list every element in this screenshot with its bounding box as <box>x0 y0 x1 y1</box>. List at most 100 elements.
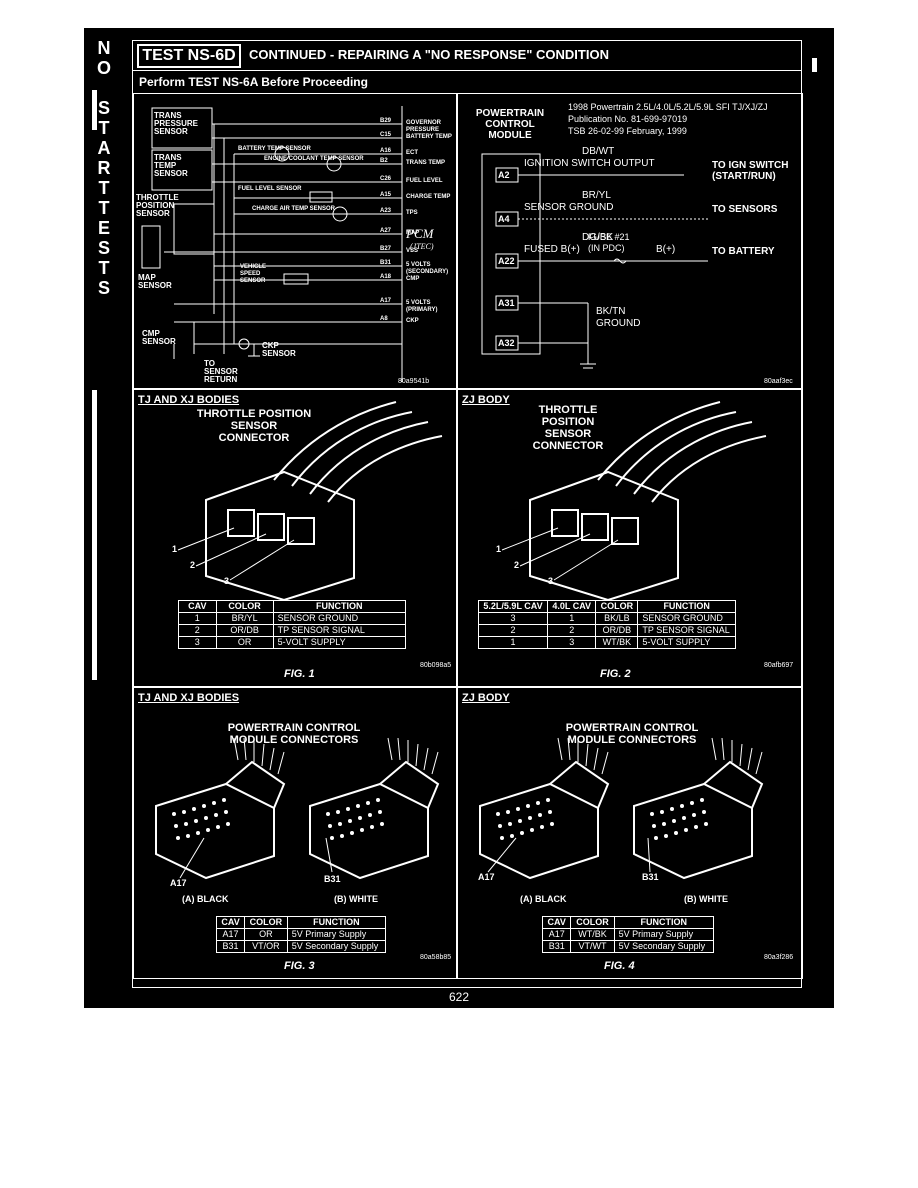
fig2-connector-drawing <box>501 401 767 600</box>
fig4-title: ZJ BODY <box>462 692 510 704</box>
table-cell: TP SENSOR SIGNAL <box>272 624 407 637</box>
table-cell: 5V Secondary Supply <box>286 940 387 953</box>
sidebar-letter: S <box>97 278 110 298</box>
table-cell: 5V Secondary Supply <box>613 940 715 953</box>
table-cell: 5-VOLT SUPPLY <box>272 636 407 649</box>
sidebar-bar-mark <box>92 390 97 680</box>
sidebar-letter: T <box>98 178 110 198</box>
wiring-pin: A23 <box>380 208 392 214</box>
fig4-pin-b31: B31 <box>642 872 659 882</box>
pcm-pin-to: TO BATTERY <box>712 246 775 257</box>
pcm-pin-desc: GROUND <box>596 318 641 329</box>
table-cell: B31 <box>541 940 572 953</box>
fig3-pin-b31: B31 <box>324 874 341 884</box>
fig4-pin-a17: A17 <box>478 872 495 882</box>
table-cell: 3 <box>547 636 597 649</box>
sidebar-letter: S <box>97 238 110 258</box>
fig1-callout-3: 3 <box>224 576 230 586</box>
pcm-pinout-diagram <box>481 153 708 369</box>
wiring-label-battery-temp: BATTERY TEMP SENSOR <box>238 146 311 152</box>
fig2-title: ZJ BODY <box>462 394 510 406</box>
fig2-label: FIG. 2 <box>600 668 631 680</box>
wiring-function: BATTERY TEMP <box>406 134 452 140</box>
table-header-cell: COLOR <box>570 916 615 929</box>
fig2-callout-1: 1 <box>496 544 502 554</box>
pcm-pin-wire: DG/BK <box>582 232 614 243</box>
fig1-label: FIG. 1 <box>284 668 315 680</box>
wiring-label-sensor-return: TO SENSOR RETURN <box>204 359 238 384</box>
pcm-module-label: POWERTRAIN CONTROL MODULE <box>475 108 545 141</box>
table-cell: 5-VOLT SUPPLY <box>637 636 736 649</box>
wiring-label-cmp: CMP SENSOR <box>142 329 176 346</box>
table-cell: 1 <box>547 612 597 625</box>
table-cell: 2 <box>178 624 217 637</box>
table-cell: 3 <box>477 612 549 625</box>
table-cell: 5V Primary Supply <box>613 928 715 941</box>
wiring-pin: B27 <box>380 246 392 252</box>
wiring-function: TRANS TEMP <box>406 160 445 166</box>
pub-line-2: Publication No. 81-699-97019 <box>568 114 688 124</box>
table-cell: B31 <box>215 940 246 953</box>
wiring-function: CKP <box>406 318 419 324</box>
table-header-cell: COLOR <box>595 600 639 613</box>
wiring-pin: B31 <box>380 260 392 266</box>
fig2-callout-3: 3 <box>548 576 554 586</box>
table-cell: VT/OR <box>244 940 288 953</box>
fig3-conn-a-label: (A) BLACK <box>182 894 229 904</box>
table-header-cell: COLOR <box>215 600 274 613</box>
table-cell: VT/WT <box>570 940 615 953</box>
wiring-function: 5 VOLTS (PRIMARY) <box>406 300 438 313</box>
wiring-function: GOVERNOR PRESSURE <box>406 120 442 133</box>
fig3-caption: POWERTRAIN CONTROL MODULE CONNECTORS <box>227 722 361 746</box>
wiring-diagram-panel: TRANS PRESSURE SENSOR TRANS TEMP SENSOR … <box>133 93 457 389</box>
table-header-cell: CAV <box>215 916 246 929</box>
table-cell: BK/LB <box>595 612 639 625</box>
wiring-label-map: MAP SENSOR <box>138 273 172 290</box>
pcm-pin-desc: SENSOR GROUND <box>524 202 614 213</box>
fig3-conn-b-label: (B) WHITE <box>334 894 378 904</box>
fig1-callout-2: 2 <box>190 560 196 570</box>
table-cell: OR/DB <box>215 624 274 637</box>
table-cell: 1 <box>178 612 217 625</box>
wiring-label-ckp: CKP SENSOR <box>262 341 296 358</box>
table-header-cell: FUNCTION <box>272 600 407 613</box>
wiring-pin: A15 <box>380 192 392 198</box>
wiring-label-trans-temp: TRANS TEMP SENSOR <box>154 153 188 178</box>
table-cell: A17 <box>215 928 246 941</box>
pcm-pin-pin: A2 <box>498 170 510 180</box>
fig3-panel: TJ AND XJ BODIES POWERTRAIN CONTROL MODU… <box>133 687 457 979</box>
wiring-diagram <box>141 106 403 382</box>
pcm-pin-wire: DB/WT <box>582 146 615 157</box>
sidebar-letter: E <box>97 218 110 238</box>
sidebar-letter: N <box>97 38 111 58</box>
pcm-pin-wire: BK/TN <box>596 306 626 317</box>
fig2-callout-2: 2 <box>514 560 520 570</box>
test-frame: TEST NS-6D CONTINUED - REPAIRING A "NO R… <box>132 40 803 988</box>
pcm-pin-desc: IGNITION SWITCH OUTPUT <box>524 158 655 169</box>
table-header-cell: FUNCTION <box>613 916 715 929</box>
table-header-cell: 5.2L/5.9L CAV <box>477 600 549 613</box>
table-cell: OR <box>244 928 288 941</box>
fig1-code: 80b098a5 <box>420 662 452 669</box>
table-cell: 3 <box>178 636 217 649</box>
fig4-conn-a-label: (A) BLACK <box>520 894 567 904</box>
pcm-code: 80aaf3ec <box>764 378 793 385</box>
wiring-function: ECT <box>406 150 418 156</box>
pcm-pin-pin: A31 <box>498 298 515 308</box>
sidebar-letter: T <box>98 258 110 278</box>
wiring-label-tps: THROTTLE POSITION SENSOR <box>136 193 179 218</box>
fig4-conn-b-label: (B) WHITE <box>684 894 728 904</box>
pcm-pin-to: TO SENSORS <box>712 204 778 215</box>
sidebar-letter: R <box>97 158 111 178</box>
table-cell: OR <box>215 636 274 649</box>
wiring-pin: A17 <box>380 298 392 304</box>
fig1-caption: THROTTLE POSITION SENSOR CONNECTOR <box>196 408 312 444</box>
